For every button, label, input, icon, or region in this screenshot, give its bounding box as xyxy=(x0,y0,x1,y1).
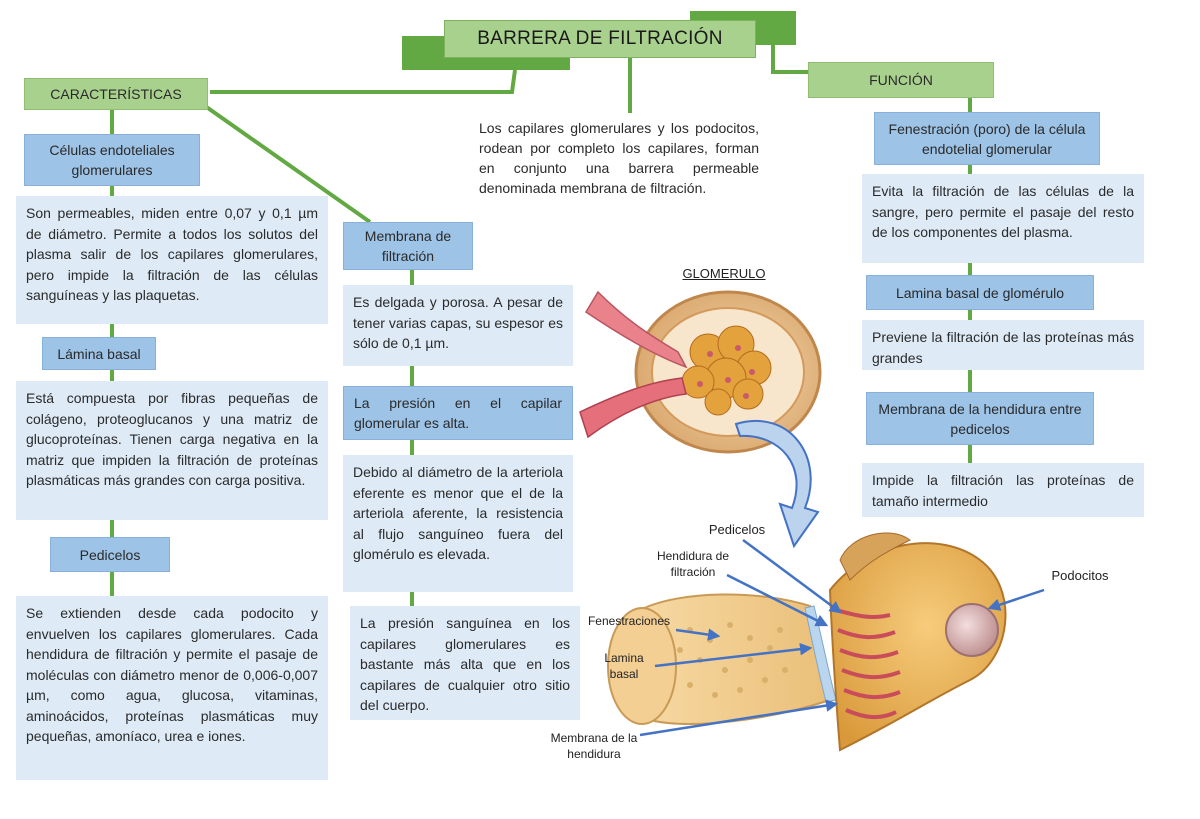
right-box-lamina: Previene la filtración de las proteínas … xyxy=(862,320,1144,370)
label-pedicelos: Pedicelos xyxy=(708,522,766,537)
right-header-membrana: Membrana de la hendidura entre pedicelos xyxy=(866,392,1094,445)
label-podocitos: Podocitos xyxy=(1051,568,1109,583)
label-lamina: Lamina basal xyxy=(604,651,644,681)
right-header-fenestracion: Fenestración (poro) de la célula endotel… xyxy=(874,112,1100,165)
right-box-membrana: Impide la filtración las proteínas de ta… xyxy=(862,463,1144,517)
label-fenestraciones: Fenestraciones xyxy=(587,614,671,628)
glomerulus-illustration xyxy=(579,290,822,454)
label-membrana: Membrana de la hendidura xyxy=(550,731,638,761)
left-box-lamina: Está compuesta por fibras pequeñas de co… xyxy=(16,381,328,520)
right-header-lamina: Lamina basal de glomérulo xyxy=(866,275,1094,310)
label-hendidura: Hendidura de filtración xyxy=(656,549,730,579)
funcion-heading: FUNCIÓN xyxy=(808,62,994,98)
left-box-pedicelos: Se extienden desde cada podocito y envue… xyxy=(16,596,328,780)
middle-box-4: La presión sanguínea en los capilares gl… xyxy=(350,606,580,720)
middle-box-3: Debido al diámetro de la arteriola efere… xyxy=(343,455,573,592)
right-box-fenestracion: Evita la filtración de las células de la… xyxy=(862,174,1144,263)
left-header-pedicelos: Pedicelos xyxy=(50,537,170,572)
membrana-filtracion-header: Membrana de filtración xyxy=(343,222,473,270)
middle-box-2: La presión en el capilar glomerular es a… xyxy=(343,386,573,440)
left-header-endotelial: Células endoteliales glomerulares xyxy=(24,134,200,186)
intro-text: Los capilares glomerulares y los podocit… xyxy=(479,120,759,196)
left-header-lamina: Lámina basal xyxy=(42,337,156,370)
glomerulo-label: GLOMERULO xyxy=(682,266,766,281)
middle-box-1: Es delgada y porosa. A pesar de tener va… xyxy=(343,285,573,366)
page-title: BARRERA DE FILTRACIÓN xyxy=(444,20,756,58)
caracteristicas-heading: CARACTERÍSTICAS xyxy=(24,78,208,110)
curved-arrow xyxy=(734,419,820,549)
left-box-endotelial: Son permeables, miden entre 0,07 y 0,1 µ… xyxy=(16,196,328,324)
